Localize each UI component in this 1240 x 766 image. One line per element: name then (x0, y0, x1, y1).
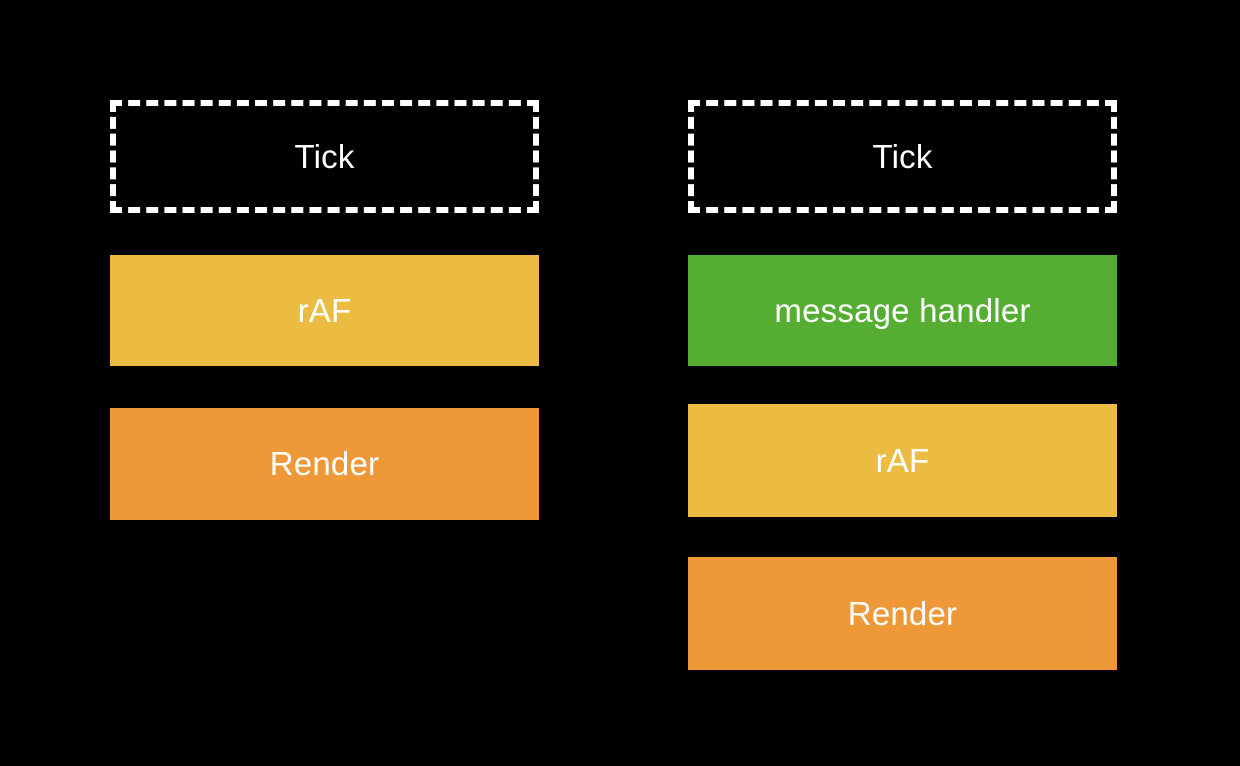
raf-label-left: rAF (297, 291, 352, 329)
raf-label-right: rAF (875, 441, 930, 479)
render-box-right: Render (688, 557, 1117, 670)
render-box-left: Render (110, 408, 539, 520)
tick-label-right: Tick (872, 137, 933, 175)
render-label-left: Render (269, 445, 380, 482)
tick-box-right: Tick (688, 100, 1117, 213)
tick-label-left: Tick (294, 137, 355, 175)
message-handler-label: message handler (774, 291, 1031, 329)
raf-box-right: rAF (688, 404, 1117, 517)
render-label-right: Render (847, 594, 958, 632)
message-handler-box: message handler (688, 255, 1117, 366)
tick-box-left: Tick (110, 100, 539, 213)
raf-box-left: rAF (110, 255, 539, 366)
